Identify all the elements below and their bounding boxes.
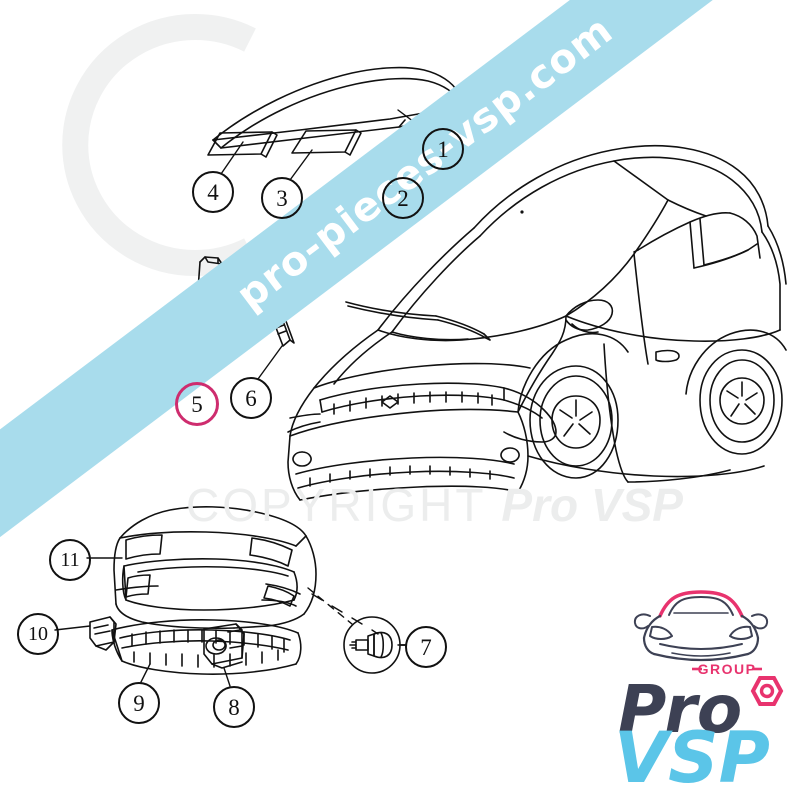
callout-label: 3 — [276, 185, 288, 211]
callout-5[interactable]: 5 — [175, 382, 219, 426]
callout-7[interactable]: 7 — [405, 626, 447, 668]
provsp-logo: GROUP Pro VSP — [608, 586, 794, 786]
callout-9[interactable]: 9 — [118, 682, 160, 724]
logo-car-mark — [633, 590, 769, 662]
logo-pro-text: Pro — [618, 671, 742, 748]
callout-6[interactable]: 6 — [230, 377, 272, 419]
logo-group-label: GROUP — [692, 661, 762, 677]
logo-wordmark: GROUP Pro VSP — [614, 661, 784, 786]
callout-label: 1 — [437, 136, 449, 162]
callout-11[interactable]: 11 — [49, 539, 91, 581]
callout-label: 8 — [228, 694, 240, 720]
callout-label: 4 — [207, 179, 219, 205]
logo-hex-nut-icon — [750, 676, 784, 706]
callout-2[interactable]: 2 — [382, 177, 424, 219]
callout-label: 10 — [28, 623, 48, 645]
callout-1[interactable]: 1 — [422, 128, 464, 170]
callout-label: 2 — [397, 185, 409, 211]
callout-10[interactable]: 10 — [17, 613, 59, 655]
callout-label: 11 — [60, 549, 80, 571]
callout-label: 9 — [133, 690, 145, 716]
callout-8[interactable]: 8 — [213, 686, 255, 728]
part-fog-bezel — [203, 623, 245, 669]
logo-group-text: GROUP — [698, 661, 757, 677]
part-lower-grille — [111, 619, 302, 675]
callout-4[interactable]: 4 — [192, 171, 234, 213]
leader-dashed-clip — [307, 587, 353, 625]
callout-3[interactable]: 3 — [261, 177, 303, 219]
callout-label: 5 — [191, 391, 203, 417]
logo-vsp-text: VSP — [614, 717, 770, 786]
callout-label: 6 — [245, 385, 257, 411]
callout-label: 7 — [420, 634, 432, 660]
